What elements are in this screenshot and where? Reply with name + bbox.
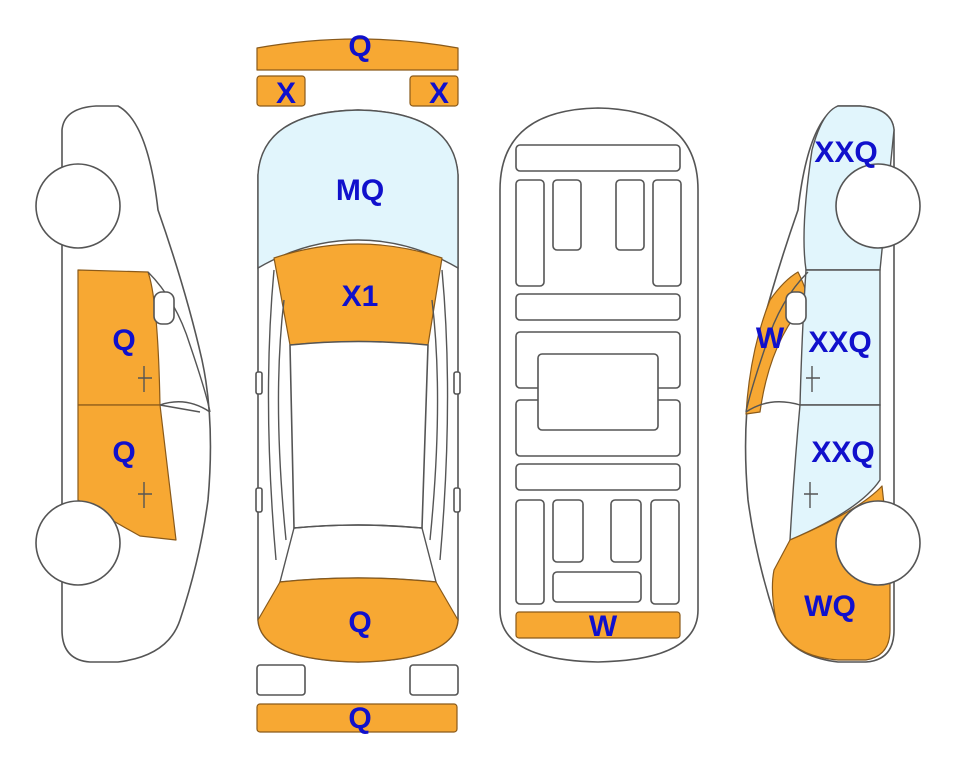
- underbody-panel: [615, 179, 645, 251]
- rear-bumper-label: Q: [348, 702, 371, 735]
- right-a-pillar-label: W: [756, 322, 785, 355]
- underbody-rear-label: W: [589, 610, 618, 643]
- front-bumper-label: Q: [348, 30, 371, 63]
- right-mirror-side: [785, 291, 807, 325]
- top-view-car: [255, 38, 461, 733]
- right-front-fender-label: XXQ: [814, 136, 877, 169]
- underbody-panel: [515, 144, 681, 172]
- rear-right-light: [409, 664, 459, 696]
- front-left-light-part[interactable]: [256, 75, 306, 107]
- right-side-view: [744, 105, 921, 663]
- underbody-panel: [515, 293, 681, 321]
- windshield-label: X1: [342, 280, 379, 313]
- trunk-label: Q: [348, 606, 371, 639]
- left-rear-door-label: Q: [112, 436, 135, 469]
- underbody-panel: [650, 499, 680, 605]
- underbody-panel: [515, 499, 545, 605]
- underbody-panel: [515, 463, 681, 491]
- underbody-panel: [552, 499, 584, 563]
- hood-part[interactable]: [257, 109, 459, 270]
- left-side-view: [35, 105, 212, 663]
- underbody-panel: [552, 571, 642, 603]
- damage-labels: Q X X MQ X1 Q Q Q Q W W XXQ XXQ XXQ WQ: [112, 30, 877, 735]
- front-right-light-label: X: [429, 77, 449, 110]
- left-handle-rear: [138, 482, 152, 508]
- underbody-panel: [515, 179, 545, 287]
- underbody-panel: [537, 353, 659, 431]
- hood-label: MQ: [336, 174, 384, 207]
- underbody-panel: [652, 179, 682, 287]
- right-rear-door-label: XXQ: [811, 436, 874, 469]
- left-handle: [255, 487, 263, 513]
- front-right-light-part[interactable]: [409, 75, 459, 107]
- right-handle: [453, 487, 461, 513]
- underbody-rear-part[interactable]: [515, 611, 681, 639]
- right-front-wheel: [835, 163, 921, 249]
- rear-bumper-part[interactable]: [256, 703, 458, 733]
- left-front-door-label: Q: [112, 324, 135, 357]
- right-window: [745, 271, 809, 413]
- right-handle-rear: [804, 482, 818, 508]
- left-rear-wheel: [35, 500, 121, 586]
- left-window: [147, 271, 211, 413]
- right-rear-wheel: [835, 500, 921, 586]
- left-handle-front: [138, 366, 152, 392]
- left-front-wheel: [35, 163, 121, 249]
- rear-left-light: [256, 664, 306, 696]
- right-side-windows: [429, 269, 449, 561]
- left-mirror: [255, 371, 263, 395]
- left-side-windows: [267, 269, 287, 561]
- underbody-panel: [552, 179, 582, 251]
- right-mirror: [453, 371, 461, 395]
- right-rear-quarter-label: WQ: [804, 590, 856, 623]
- right-front-door-label: XXQ: [808, 326, 871, 359]
- underbody-view: [499, 107, 699, 663]
- left-mirror-side: [153, 291, 175, 325]
- roof-part: [289, 340, 429, 529]
- front-left-light-label: X: [276, 77, 296, 110]
- front-bumper-part[interactable]: [256, 38, 459, 71]
- underbody-panel: [610, 499, 642, 563]
- right-handle-front: [806, 366, 820, 392]
- trunk-part[interactable]: [257, 577, 459, 663]
